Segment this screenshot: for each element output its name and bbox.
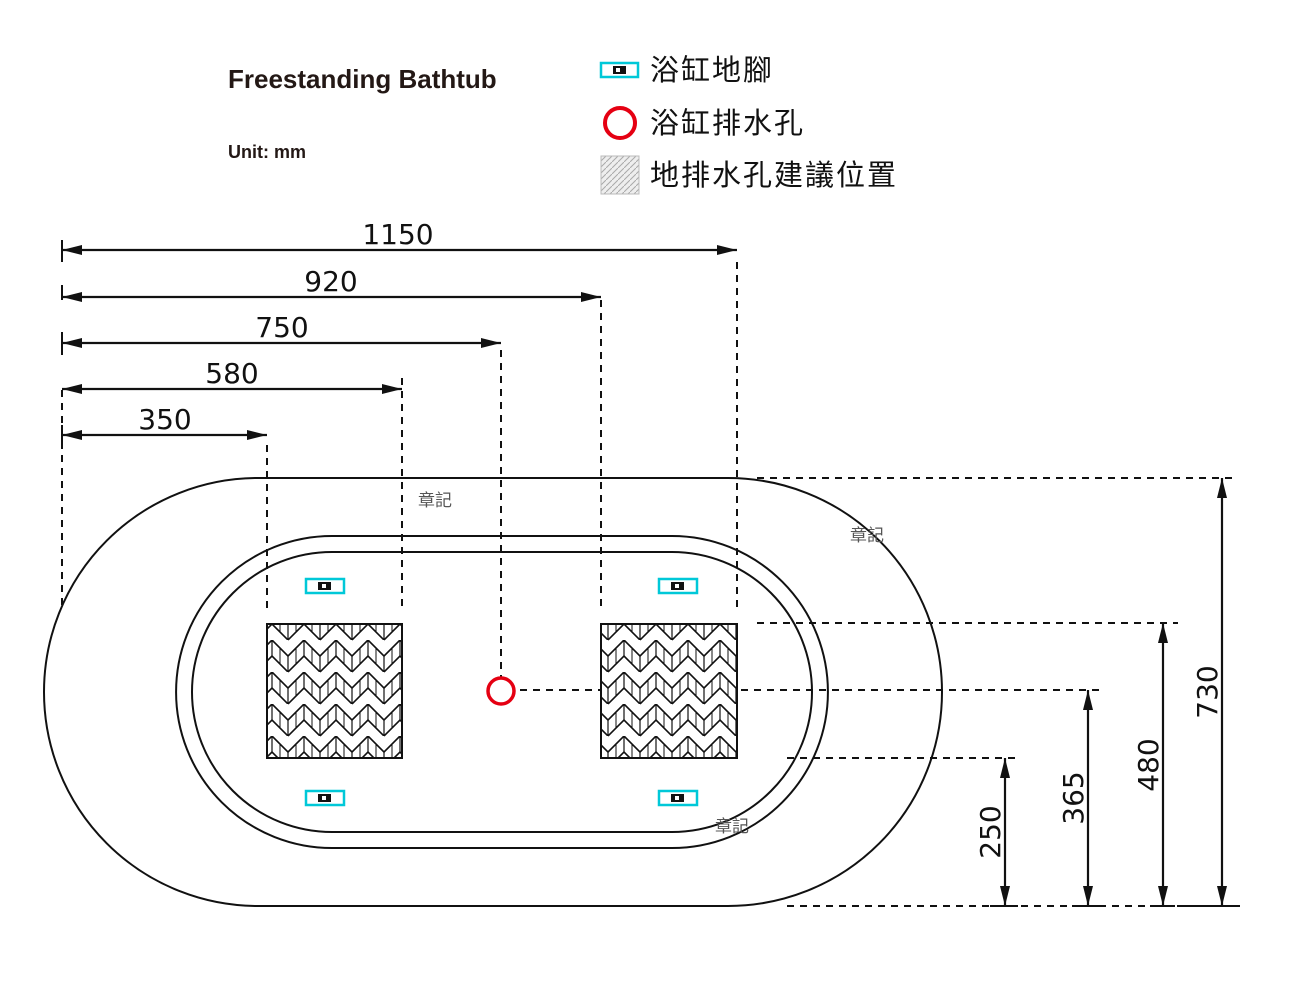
- floor-drain-legend-label: 地排水孔建議位置: [650, 158, 898, 192]
- bathtub-foot-top-right: [657, 577, 699, 595]
- foot-legend-icon: [599, 61, 640, 79]
- floor-drain-area-right: [600, 623, 738, 759]
- legend: 浴缸地腳 浴缸排水孔 地排水孔建議位置: [599, 53, 898, 195]
- stamp-mark: 章記: [418, 491, 452, 511]
- tub-inner-rim: [175, 535, 829, 849]
- floor-drain-area-left: [266, 623, 403, 759]
- stamp-mark: 章記: [850, 526, 884, 546]
- dim-label-750: 750: [255, 311, 308, 344]
- bathtub-outline: [43, 477, 943, 907]
- bathtub-foot-bottom-right: [657, 789, 699, 807]
- bathtub-foot-top-left: [304, 577, 346, 595]
- drain-legend-icon: [603, 106, 637, 140]
- tub-outer-rim: [43, 477, 943, 907]
- floor-drain-legend-icon: [600, 155, 640, 195]
- dim-label-730: 730: [1191, 665, 1224, 718]
- drain-legend-label: 浴缸排水孔: [650, 106, 805, 140]
- unit-label: Unit: mm: [228, 142, 306, 162]
- dim-label-365: 365: [1057, 771, 1090, 824]
- dim-label-350: 350: [138, 403, 191, 436]
- dim-label-920: 920: [304, 265, 357, 298]
- dim-label-580: 580: [205, 357, 258, 390]
- dim-label-250: 250: [974, 805, 1007, 858]
- dim-label-1150: 1150: [362, 218, 433, 251]
- tub-drain-hole: [486, 676, 516, 706]
- diagram-title: Freestanding Bathtub: [228, 64, 497, 94]
- foot-legend-label: 浴缸地腳: [650, 53, 774, 87]
- tub-basin: [191, 551, 813, 833]
- dim-label-480: 480: [1132, 738, 1165, 791]
- horizontal-dimensions: 1150 920 750 580 350: [61, 218, 737, 445]
- stamp-mark: 章記: [715, 817, 749, 837]
- bathtub-foot-bottom-left: [304, 789, 346, 807]
- vertical-dimensions: 730 480 365 250: [974, 478, 1240, 907]
